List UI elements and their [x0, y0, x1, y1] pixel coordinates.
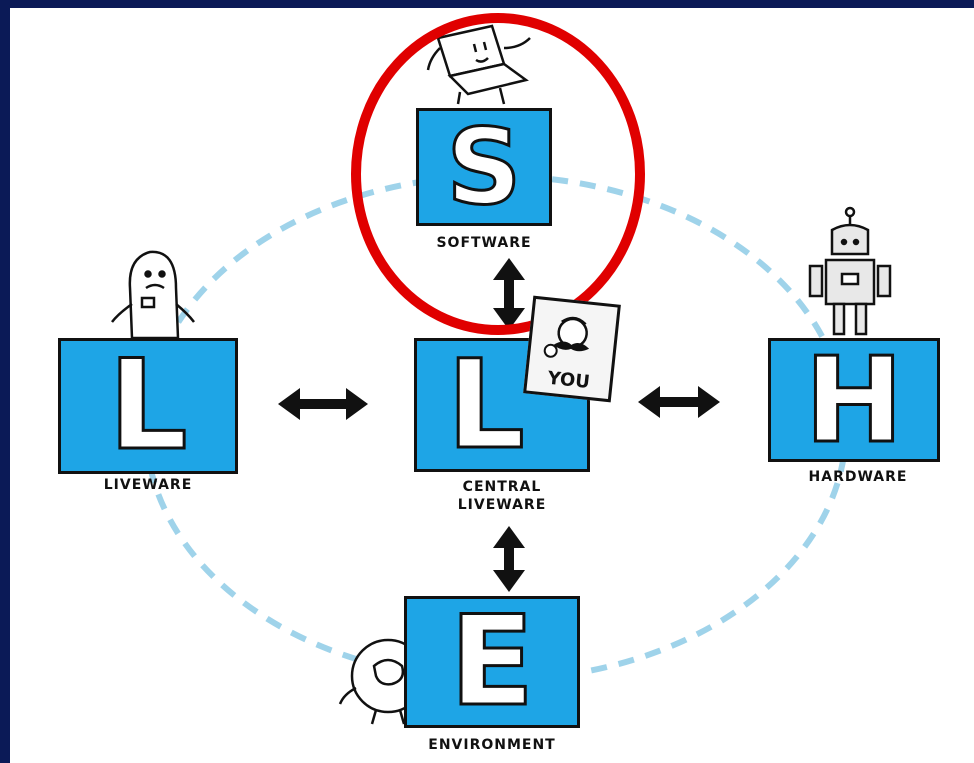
liveware-label: LIVEWARE: [103, 477, 193, 493]
hardware-letter: H: [803, 331, 905, 469]
software-letter: S: [445, 106, 523, 228]
software-label: SOFTWARE: [436, 235, 532, 251]
central-liveware-label: CENTRAL LIVEWARE: [422, 478, 582, 514]
software-box: S: [416, 108, 552, 226]
mustache-portrait-icon: [543, 316, 590, 358]
sad-person-icon: [111, 250, 195, 340]
hardware-box: H: [768, 338, 940, 462]
environment-label: ENVIRONMENT: [428, 737, 556, 753]
laptop-character-icon: [426, 24, 531, 105]
liveware-letter: L: [107, 334, 189, 478]
central-label-line1: CENTRAL: [462, 479, 542, 495]
arrow-central-environment: [493, 526, 525, 592]
arrow-software-central: [493, 258, 525, 330]
diagram-canvas: S SOFTWARE L LIVEWARE L CENTRAL LIVEWARE…: [10, 8, 974, 763]
environment-letter: E: [448, 590, 536, 734]
central-label-line2: LIVEWARE: [457, 497, 547, 513]
arrow-central-hardware: [638, 386, 720, 418]
central-liveware-letter: L: [446, 334, 527, 476]
you-sign: YOU: [523, 295, 621, 403]
highlight-ellipse: [351, 13, 645, 335]
central-liveware-box: L: [414, 338, 590, 472]
arrow-liveware-central: [278, 388, 368, 420]
liveware-box: L: [58, 338, 238, 474]
environment-box: E: [404, 596, 580, 728]
robot-icon: [808, 206, 892, 336]
hardware-label: HARDWARE: [808, 469, 908, 485]
